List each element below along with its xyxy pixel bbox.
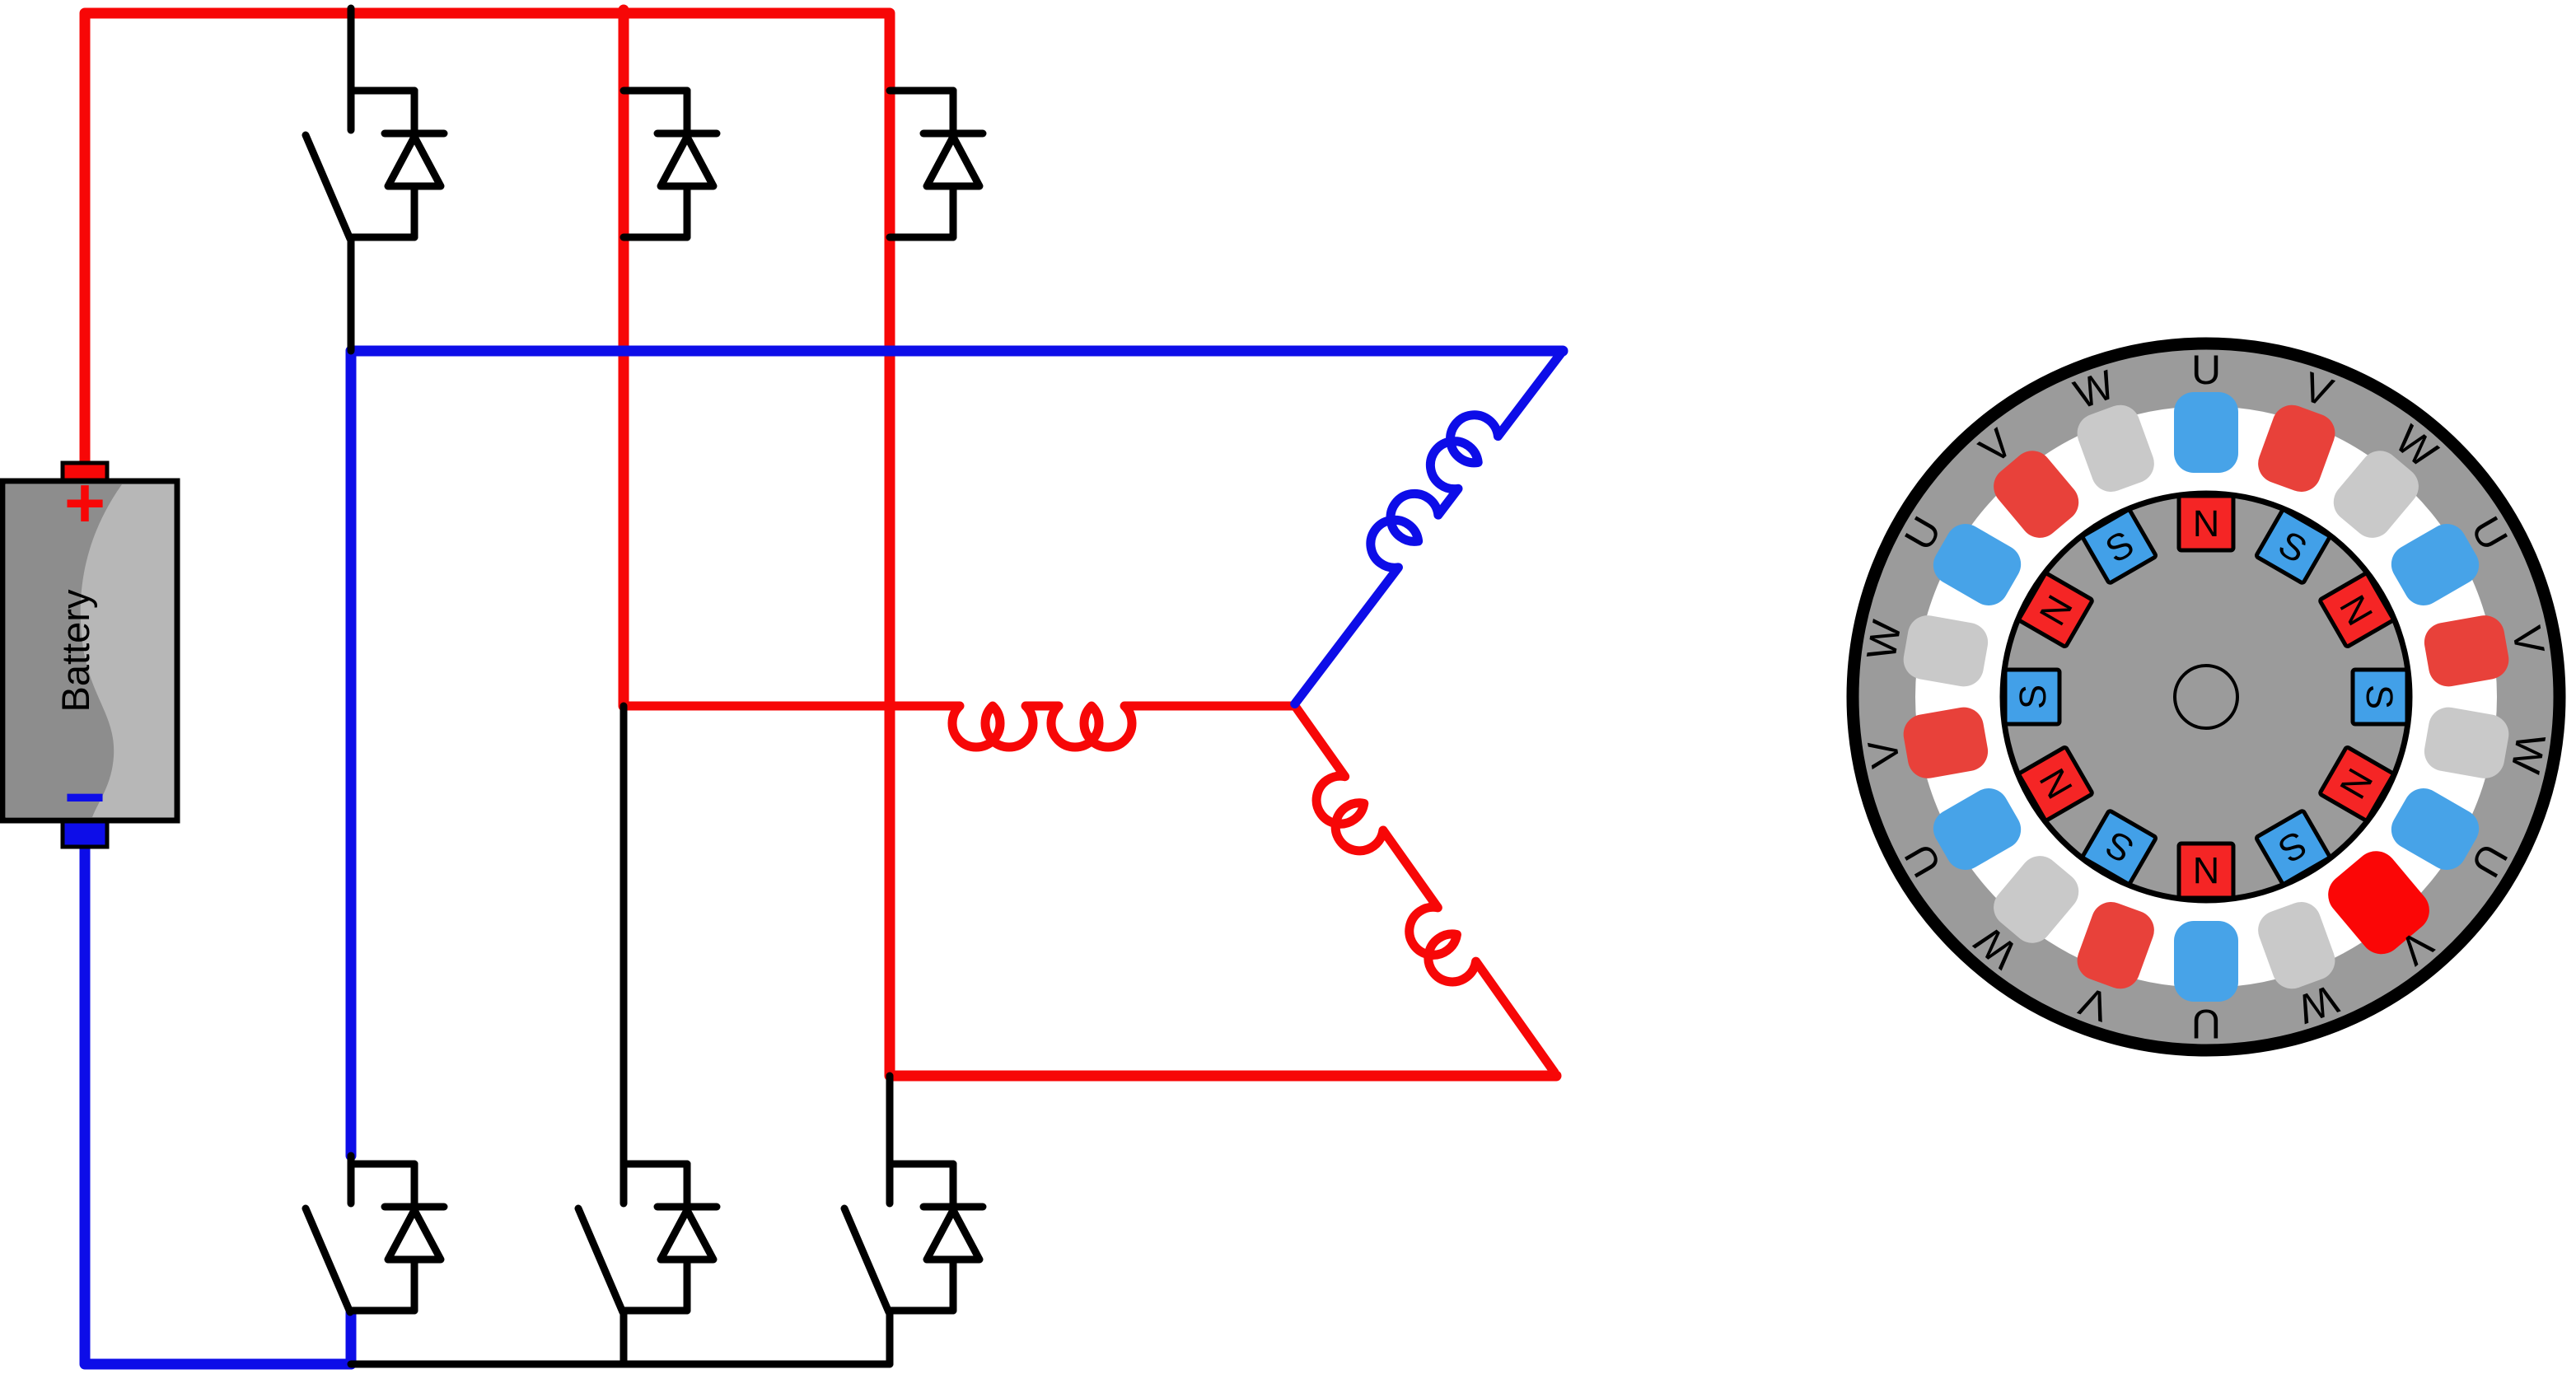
rotor-magnet-group: S bbox=[2350, 667, 2410, 727]
battery: + − Battery bbox=[0, 460, 180, 849]
battery-minus-sign: − bbox=[64, 758, 105, 837]
rotor-magnet-group: N bbox=[2017, 745, 2094, 822]
rotor-magnet bbox=[2017, 572, 2094, 648]
battery-negative-terminal bbox=[60, 816, 110, 849]
slot-phase-label: W bbox=[2502, 731, 2554, 778]
stator-slot bbox=[2391, 524, 2480, 605]
rotor-magnet-group: S bbox=[2255, 809, 2331, 886]
stator-slot-group: W bbox=[1858, 615, 1989, 687]
rotor-magnet bbox=[2318, 572, 2396, 648]
stator-slot bbox=[2174, 392, 2238, 473]
transistor-top-3-diode bbox=[890, 91, 983, 237]
stator-slot bbox=[2258, 404, 2335, 492]
transistor-top-1 bbox=[306, 82, 444, 239]
rotor-magnet-group: S bbox=[2003, 667, 2062, 727]
rotor-magnet bbox=[2081, 809, 2158, 886]
rotor-magnet bbox=[2003, 667, 2062, 727]
rotor-magnet bbox=[2255, 809, 2331, 886]
rotor-shaft bbox=[2173, 664, 2239, 730]
rotor-magnet bbox=[2176, 493, 2236, 553]
dc-negative-bus-wire bbox=[79, 838, 357, 1370]
stator-slot bbox=[2258, 902, 2335, 989]
rotor-magnet bbox=[2081, 507, 2158, 585]
stator-slot bbox=[1903, 707, 1989, 778]
stator-slot bbox=[2333, 451, 2419, 538]
stator-slot bbox=[1933, 788, 2022, 870]
stator-slot-group: V bbox=[2424, 615, 2554, 687]
stator-slot-group: V bbox=[1858, 707, 1989, 778]
phase-coil-blue bbox=[1290, 346, 1568, 709]
rotor-magnet bbox=[2176, 841, 2236, 900]
slot-phase-label: W bbox=[1858, 616, 1910, 663]
slot-phase-label: U bbox=[2191, 1001, 2221, 1047]
rotor-magnet-group: N bbox=[2176, 493, 2236, 553]
magnet-pole-label: N bbox=[2193, 849, 2220, 891]
stator-slot bbox=[2174, 921, 2238, 1002]
stator-slot bbox=[2424, 615, 2509, 687]
stator-slot bbox=[2328, 851, 2429, 955]
rotor-magnet bbox=[2255, 507, 2331, 585]
phase-coil-red-middle bbox=[619, 701, 1300, 752]
rotor-magnet bbox=[2017, 745, 2094, 822]
rotor-magnet-group: N bbox=[2318, 572, 2396, 648]
rotor-magnet bbox=[2350, 667, 2410, 727]
dc-positive-bus-wire bbox=[79, 7, 1562, 1082]
rotor-body bbox=[1999, 490, 2413, 904]
transistor-bottom-2 bbox=[578, 1156, 717, 1312]
stator-slot bbox=[1903, 615, 1989, 687]
transistor-bottom-1 bbox=[306, 1156, 444, 1312]
battery-plus-sign: + bbox=[64, 464, 105, 543]
slot-phase-label: U bbox=[2191, 347, 2221, 393]
stator-slot bbox=[2077, 404, 2154, 492]
battery-shading bbox=[6, 484, 122, 817]
stator-slot bbox=[1994, 451, 2079, 538]
battery-label: Battery bbox=[54, 589, 97, 712]
stator-slot bbox=[1933, 524, 2022, 605]
stator-slot bbox=[2424, 707, 2509, 778]
magnet-pole-label: N bbox=[2193, 502, 2220, 544]
rotor-magnet-group: N bbox=[2017, 572, 2094, 648]
transistor-top-2-diode bbox=[624, 91, 717, 237]
stator-slot-group: W bbox=[2424, 707, 2555, 778]
magnet-pole-label: S bbox=[2012, 685, 2054, 709]
transistor-bottom-3 bbox=[844, 1156, 983, 1312]
stator-slot-group: U bbox=[2174, 347, 2238, 473]
stator-slot-group: U bbox=[2174, 921, 2238, 1047]
rotor-magnet-group: S bbox=[2255, 507, 2331, 585]
rotor-magnet-group: S bbox=[2081, 809, 2158, 886]
rotor-magnet-group: N bbox=[2176, 841, 2236, 900]
stator-slot bbox=[2391, 788, 2480, 870]
rotor-magnet-group: S bbox=[2081, 507, 2158, 585]
phase-coil-red-bottom bbox=[1290, 701, 1559, 1077]
rotor-magnet bbox=[2318, 745, 2396, 822]
magnet-pole-label: S bbox=[2359, 685, 2401, 709]
stator-slot-group: U bbox=[1896, 509, 2022, 605]
inverter-circuit bbox=[79, 4, 1569, 1370]
rotor-magnet-group: N bbox=[2318, 745, 2396, 822]
stator-slot bbox=[1994, 856, 2079, 943]
stator-slot bbox=[2077, 902, 2154, 989]
stator-slot-group: V bbox=[2328, 851, 2442, 974]
